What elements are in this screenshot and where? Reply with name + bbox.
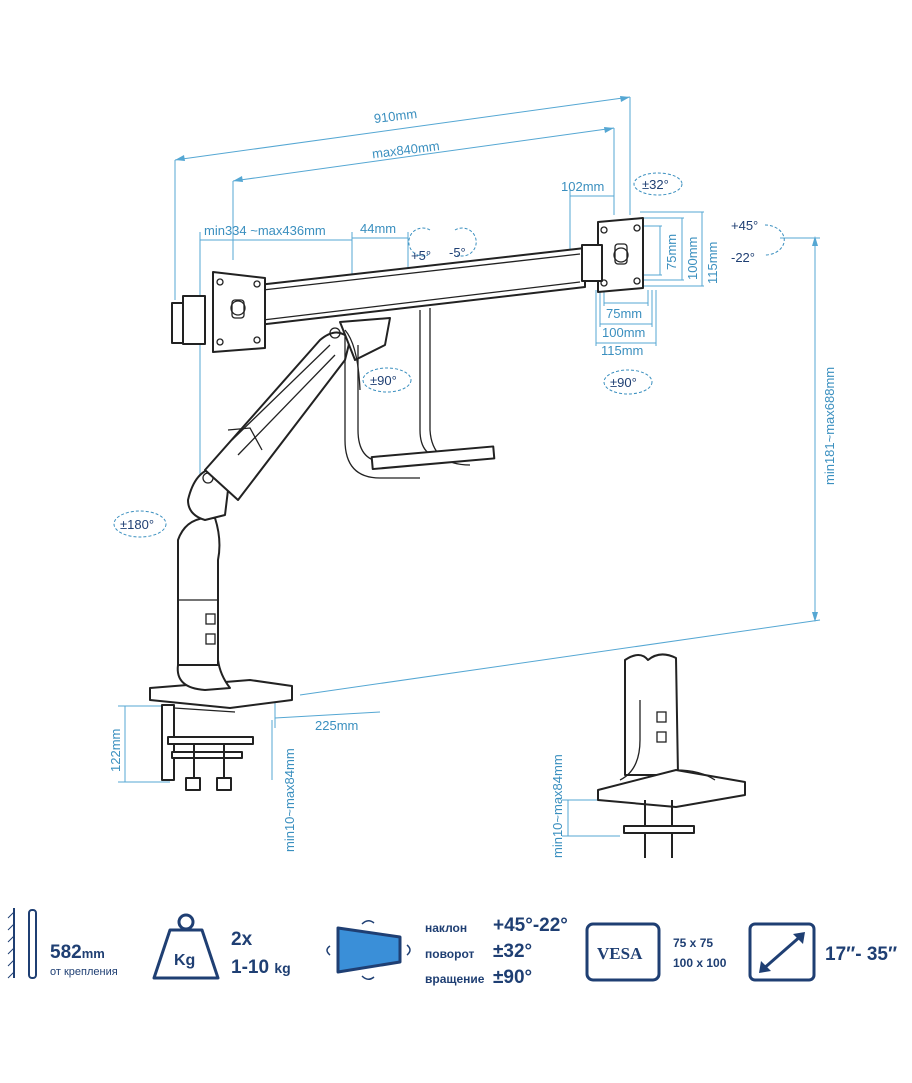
- angle-rotate-right: ±90°: [610, 375, 637, 390]
- side-view-base: [597, 653, 746, 858]
- angle-tilt-down: -5°: [449, 245, 466, 260]
- vesa-label: VESA: [597, 944, 643, 963]
- label-offset-102: 102mm: [561, 179, 604, 194]
- screen-size-icon: [748, 922, 816, 982]
- dimension-labels: 910mm max840mm min334 ~max436mm 44mm 102…: [108, 106, 837, 858]
- angle-rotate-left: ±90°: [370, 373, 397, 388]
- wall-depth-icon: [7, 908, 37, 979]
- swivel-value: ±32°: [493, 941, 532, 962]
- label-max-width: max840mm: [371, 138, 440, 161]
- weight-count: 2x: [231, 929, 253, 950]
- tilt-label: наклон: [425, 921, 467, 935]
- label-offset-44: 44mm: [360, 221, 396, 236]
- rotation-label: вращение: [425, 972, 485, 986]
- label-height-range: min181~max688mm: [822, 367, 837, 485]
- angle-tilt-up-45: +45°: [731, 218, 758, 233]
- label-vesa-w-75: 75mm: [606, 306, 642, 321]
- weight-icon: Kg: [152, 913, 220, 980]
- weight-range: 1-10 kg: [231, 957, 291, 978]
- vesa-size-1: 75 x 75: [673, 936, 713, 950]
- label-vesa-h-100: 100mm: [685, 237, 700, 280]
- screen-tilt-icon: [326, 920, 411, 980]
- feature-bar: 582mm от крепления Kg 2x 1-10 kg наклон …: [7, 908, 897, 988]
- angle-tilt-down-22: -22°: [731, 250, 755, 265]
- label-base-depth: 225mm: [315, 718, 358, 733]
- angle-rotate-180: ±180°: [120, 517, 154, 532]
- label-vesa-h-75: 75mm: [664, 234, 679, 270]
- label-vesa-w-115: 115mm: [601, 343, 643, 358]
- depth-value: 582mm: [50, 942, 105, 963]
- swivel-label: поворот: [425, 947, 474, 961]
- monitor-arm-drawing: [149, 217, 644, 791]
- angle-swivel: ±32°: [642, 177, 669, 192]
- vesa-icon: VESA: [585, 922, 661, 982]
- tilt-value: +45°-22°: [493, 915, 568, 936]
- depth-unit: mm: [82, 946, 105, 961]
- rotation-value: ±90°: [493, 967, 532, 988]
- label-clamp-height: 122mm: [108, 729, 123, 772]
- vesa-size-2: 100 x 100: [673, 956, 727, 970]
- depth-number: 582: [50, 942, 82, 963]
- label-clamp-range-1: min10~max84mm: [282, 748, 297, 852]
- weight-range-value: 1-10: [231, 957, 269, 978]
- weight-icon-label: Kg: [174, 952, 195, 969]
- weight-unit: kg: [274, 960, 290, 976]
- depth-caption: от крепления: [50, 966, 118, 978]
- label-vesa-w-100: 100mm: [602, 325, 645, 340]
- screen-range: 17″- 35″: [825, 944, 897, 965]
- angle-indicators: +5° -5° ±32° +45° -22° ±90° ±90° ±180°: [113, 172, 785, 538]
- angle-tilt-up: +5°: [411, 248, 431, 263]
- label-total-width: 910mm: [373, 106, 418, 126]
- label-arm-extension: min334 ~max436mm: [204, 223, 326, 238]
- label-vesa-h-115: 115mm: [705, 242, 720, 284]
- label-clamp-range-2: min10~max84mm: [550, 754, 565, 858]
